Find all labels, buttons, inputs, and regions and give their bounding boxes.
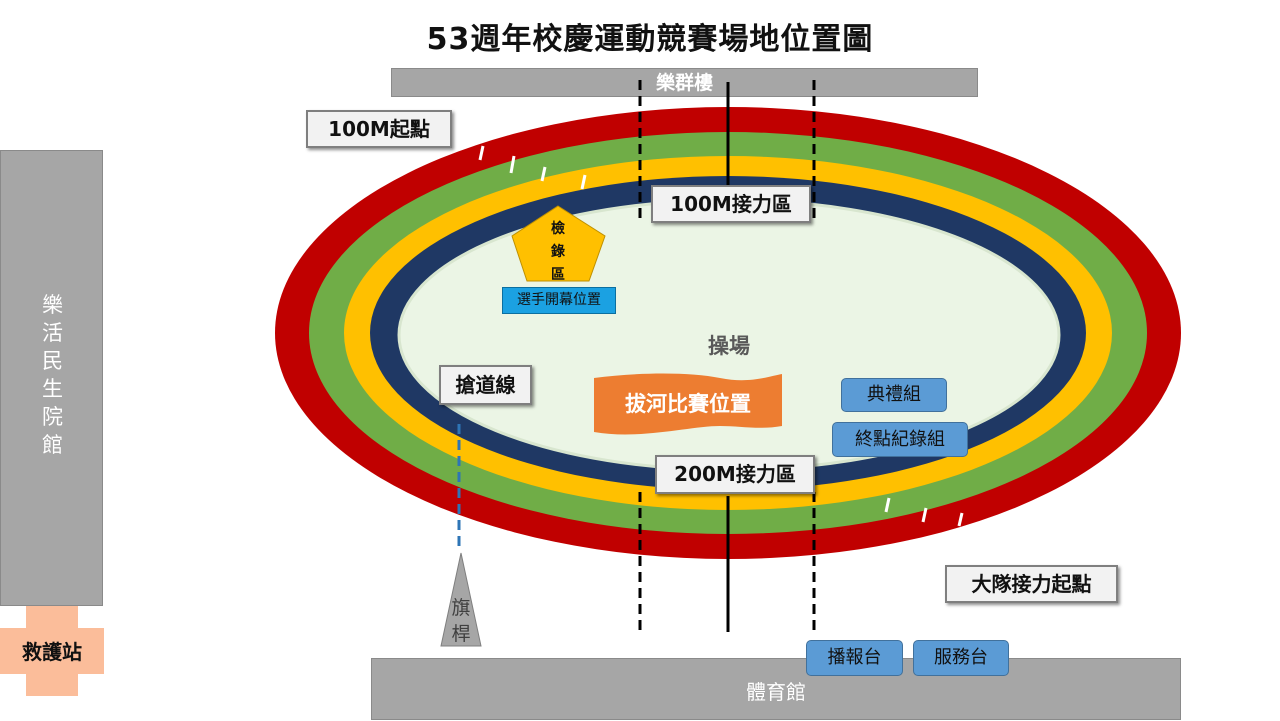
checkin-label: 檢 (551, 220, 565, 237)
building-gymnasium-label: 體育館 (746, 680, 806, 704)
athlete-opening-position: 選手開幕位置 (502, 287, 616, 314)
checkin-label: 錄 (551, 243, 565, 260)
relay-start-mark (921, 507, 928, 523)
relay-200m-label: 200M接力區 (655, 455, 815, 494)
start-mark (580, 174, 587, 190)
checkin-label: 區 (551, 267, 565, 283)
flagpole-label: 旗 (451, 597, 470, 619)
first-aid-station: 救護站 (0, 606, 104, 696)
flagpole-icon (440, 552, 482, 647)
first-aid-label: 救護站 (22, 640, 82, 664)
building-left-char: 院 (42, 405, 63, 429)
building-left-label: 樂 活 民 生 院 館 (1, 291, 104, 459)
service-desk: 服務台 (913, 640, 1009, 676)
building-lehuo-minsheng: 樂 活 民 生 院 館 (0, 150, 103, 606)
building-left-char: 活 (42, 321, 63, 345)
team-relay-start-label: 大隊接力起點 (945, 565, 1118, 603)
start-mark (509, 155, 516, 174)
tug-of-war-label: 拔河比賽位置 (625, 392, 751, 416)
relay-100m-label: 100M接力區 (651, 185, 811, 223)
start-mark (478, 145, 485, 161)
relay-start-mark (1008, 513, 1015, 529)
flagpole-label: 桿 (451, 623, 470, 645)
field-label: 操場 (708, 334, 750, 358)
first-aid-cross-v (26, 606, 78, 696)
page-title: 53週年校慶運動競賽場地位置圖 (426, 22, 874, 57)
finish-record-group: 終點紀錄組 (832, 422, 968, 457)
relay-start-mark (957, 512, 964, 527)
ceremony-group: 典禮組 (841, 378, 947, 412)
tug-of-war-banner (594, 373, 782, 435)
start-mark (540, 166, 547, 182)
checkin-pentagon (511, 205, 606, 282)
building-left-char: 生 (42, 377, 63, 401)
relay-start-mark (884, 497, 891, 513)
lane-break-label: 搶道線 (439, 365, 532, 405)
building-gymnasium: 體育館 (371, 658, 1181, 720)
building-left-char: 樂 (42, 293, 63, 317)
building-lequn: 樂群樓 (391, 68, 978, 97)
building-left-char: 館 (42, 433, 63, 457)
building-left-char: 民 (42, 349, 63, 373)
broadcast-desk: 播報台 (806, 640, 903, 676)
start-100m-label: 100M起點 (306, 110, 452, 148)
